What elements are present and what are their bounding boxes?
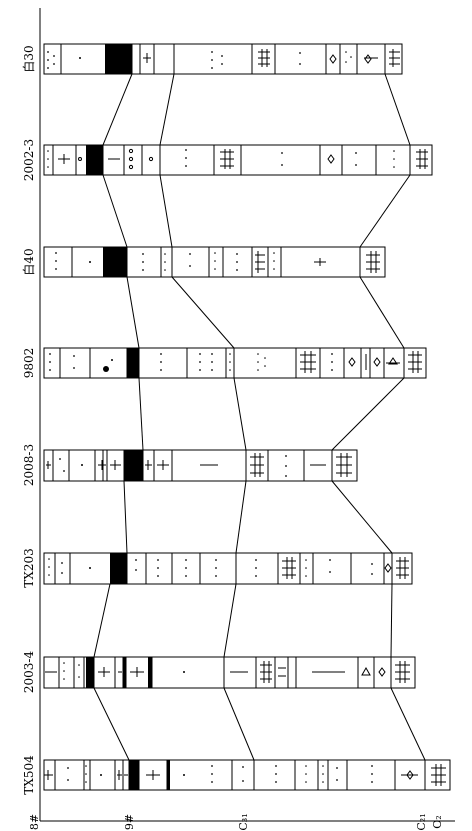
well-column-2003-4: [43, 656, 416, 689]
well-column-tx504: [43, 759, 451, 791]
well-column-bai30: [43, 43, 403, 75]
well-label-bai30: 白30: [21, 45, 36, 72]
well-label-9802: 9802: [22, 348, 36, 379]
well-column-2002-3: [43, 144, 433, 176]
well-label-tx203: TX203: [22, 548, 36, 587]
well-label-2003-4: 2003-4: [22, 651, 36, 694]
well-label-2008-3: 2008-3: [22, 444, 36, 486]
horizon-label-c31: C₃₁: [237, 813, 250, 830]
well-column-tx203: [43, 552, 413, 585]
well-column-9802: [43, 347, 427, 379]
well-label-bai40: 白40: [21, 248, 36, 275]
well-label-tx504: TX504: [22, 755, 36, 795]
horizon-label-o2: O₂: [431, 815, 444, 828]
well-column-2008-3: [43, 449, 358, 482]
horizon-label-c21: C₂₁: [415, 813, 428, 830]
horizon-label-9: 9#: [123, 814, 136, 830]
correlation-lines: [93, 73, 426, 761]
well-label-2002-3: 2002-3: [22, 139, 36, 181]
horizon-label-8: 8#: [28, 814, 41, 830]
well-column-bai40: [43, 246, 386, 278]
